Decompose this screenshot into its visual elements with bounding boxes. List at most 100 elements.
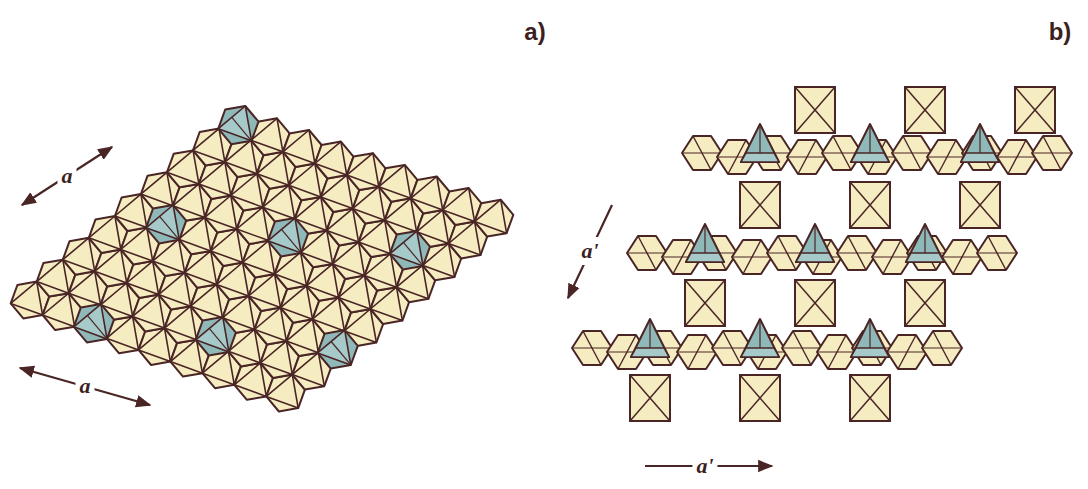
tetrahedron-band <box>796 253 834 262</box>
octahedron <box>795 87 835 133</box>
linking-octahedron <box>1015 87 1055 133</box>
tetrahedron <box>906 224 944 262</box>
octahedron-face <box>339 276 371 310</box>
tetrahedron <box>631 319 669 357</box>
octahedron-edge <box>403 242 423 265</box>
octahedron-edge <box>782 347 822 348</box>
octahedron-face <box>95 250 127 284</box>
octahedron-face <box>318 330 351 365</box>
octahedron <box>942 240 982 274</box>
octahedron-face <box>202 351 234 385</box>
octahedron-face <box>127 261 159 295</box>
octahedral-sheet <box>11 106 514 412</box>
octahedron-face <box>307 264 339 298</box>
tetrahedron-edge <box>979 124 980 153</box>
octahedron-face <box>218 106 251 141</box>
panel-label: b) <box>1049 18 1072 46</box>
octahedron <box>997 140 1037 174</box>
tetrahedron-face <box>906 224 944 262</box>
tetrahedron-band <box>686 253 724 262</box>
octahedron <box>685 280 725 326</box>
octahedron-edge <box>850 375 890 421</box>
octahedron-face <box>185 251 217 285</box>
octahedron-edge <box>209 328 229 351</box>
octahedron-edge <box>837 252 877 253</box>
tetrahedron <box>796 224 834 262</box>
octahedron-edge <box>232 117 252 140</box>
octahedron-edge <box>887 351 927 352</box>
octahedron-face <box>289 164 321 197</box>
octahedron <box>905 280 945 326</box>
tetrahedron <box>686 224 724 262</box>
octahedron-face <box>167 150 199 184</box>
octahedron-edge <box>927 156 967 157</box>
octahedron-face <box>275 252 307 285</box>
octahedron-edge <box>732 256 772 257</box>
tetrahedron-face <box>851 319 889 357</box>
octahedron-edge <box>817 351 857 352</box>
linking-octahedron <box>740 182 780 228</box>
octahedron-edge <box>1015 87 1055 133</box>
octahedron-edge <box>850 182 890 228</box>
octahedron-face <box>411 177 443 211</box>
octahedron-edge <box>905 280 945 326</box>
octahedron-edge <box>795 280 835 326</box>
octahedron-edge <box>795 280 835 326</box>
octahedron-edge <box>905 87 945 133</box>
chain-framework <box>568 87 1072 466</box>
tetrahedron-band <box>741 348 779 357</box>
tetrahedron-band <box>631 348 669 357</box>
tetrahedron <box>851 124 889 162</box>
panel-label: a) <box>524 18 545 46</box>
tetrahedron-band <box>961 153 999 162</box>
tetrahedron-band <box>741 153 779 162</box>
octahedron-face <box>379 165 411 198</box>
octahedron-face <box>141 172 173 206</box>
tetrahedron <box>851 319 889 357</box>
octahedron-face <box>390 231 423 266</box>
octahedron-edge <box>795 87 835 133</box>
axis-label: a <box>76 372 95 400</box>
octahedron-face <box>292 353 324 387</box>
octahedron <box>572 331 612 365</box>
octahedron-edge <box>87 315 107 338</box>
axis-arrow <box>20 368 150 405</box>
tetrahedron-band <box>906 253 944 262</box>
octahedron <box>318 330 358 368</box>
octahedron-face <box>263 185 295 219</box>
octahedron <box>927 140 967 174</box>
octahedron-face <box>281 286 313 319</box>
octahedron-face <box>249 274 281 308</box>
octahedron-face <box>11 282 43 315</box>
axis-arrow <box>568 205 612 298</box>
axis-arrow <box>22 147 112 205</box>
octahedron <box>732 240 772 274</box>
octahedron-face <box>159 273 191 307</box>
tetrahedron-face <box>961 124 999 162</box>
octahedron <box>795 280 835 326</box>
octahedron <box>740 182 780 228</box>
tetrahedron-edge <box>759 319 760 348</box>
tetrahedron-edge <box>759 124 760 153</box>
octahedron <box>977 236 1017 270</box>
octahedron-edge <box>572 347 612 348</box>
octahedron-edge <box>281 229 301 252</box>
tetrahedron-face <box>741 319 779 357</box>
octahedron <box>218 106 258 144</box>
octahedron-face <box>286 319 318 353</box>
octahedron <box>146 205 186 243</box>
octahedron-face <box>153 239 185 273</box>
octahedron-face <box>193 129 225 163</box>
octahedron-edge <box>685 280 725 326</box>
octahedron <box>627 236 667 270</box>
octahedron-edge <box>942 256 982 257</box>
octahedron <box>850 182 890 228</box>
octahedron <box>922 331 962 365</box>
octahedron-edge <box>872 256 912 257</box>
octahedron <box>892 136 932 170</box>
tetrahedron-face <box>686 224 724 262</box>
octahedron-edge <box>740 182 780 228</box>
octahedron-face <box>255 308 287 342</box>
octahedron-face <box>385 198 417 232</box>
